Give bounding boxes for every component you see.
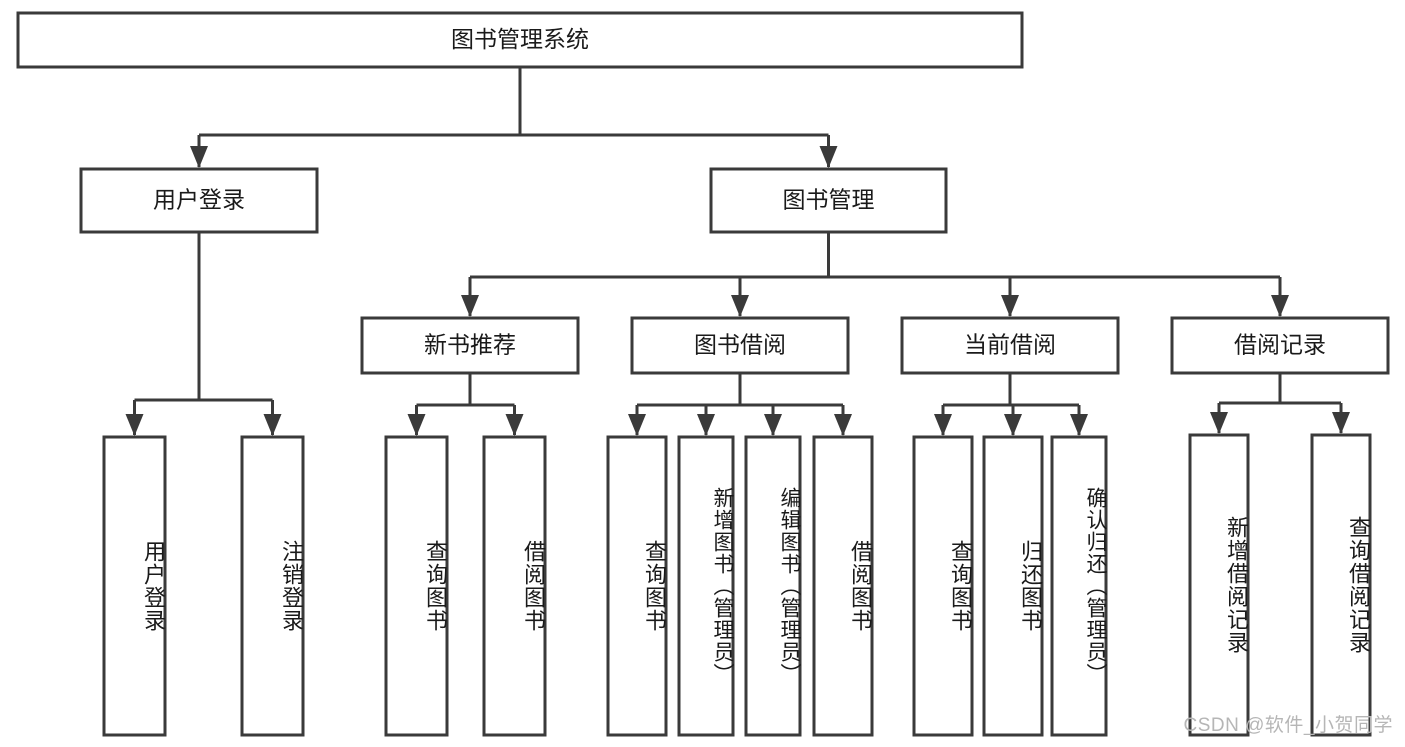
conn-book-borrow-arrow-0 [628, 414, 646, 436]
node-book-borrow[interactable]: 图书借阅 [630, 316, 850, 375]
conn-user-login-arrow-0 [125, 414, 144, 436]
node-leaf-query-book-recommend[interactable] [384, 435, 449, 737]
node-leaf-borrow-book-recommend[interactable] [482, 435, 547, 737]
node-leaf-add-book[interactable] [677, 435, 735, 737]
conn-book-management-arrow-1 [731, 295, 749, 317]
conn-book-borrow-arrow-2 [764, 414, 782, 436]
node-leaf-logout[interactable] [240, 435, 305, 737]
conn-current-borrow-arrow-1 [1004, 414, 1022, 436]
conn-new-book-recommend-arrow-1 [505, 414, 524, 436]
node-leaf-edit-book[interactable] [744, 435, 802, 737]
node-leaf-return-book[interactable] [982, 435, 1044, 737]
node-leaf-add-borrow-record[interactable] [1188, 433, 1250, 737]
conn-book-borrow-arrow-3 [834, 414, 852, 436]
node-label: 图书管理系统 [451, 26, 589, 52]
conn-borrow-record-arrow-1 [1332, 412, 1350, 434]
node-label: 新书推荐 [424, 332, 516, 358]
node-current-borrow[interactable]: 当前借阅 [900, 316, 1120, 375]
conn-book-management-arrow-0 [461, 295, 479, 317]
node-book-management[interactable]: 图书管理 [709, 167, 948, 234]
node-leaf-query-book-current[interactable] [912, 435, 974, 737]
conn-new-book-recommend-arrow-0 [407, 414, 426, 436]
conn-root-arrow-1 [819, 146, 838, 168]
node-leaf-confirm-return[interactable] [1050, 435, 1108, 737]
node-borrow-record[interactable]: 借阅记录 [1170, 316, 1390, 375]
node-label: 用户登录 [153, 187, 245, 213]
conn-book-management-arrow-2 [1001, 295, 1019, 317]
node-label: 图书借阅 [694, 332, 786, 358]
conn-user-login-arrow-1 [263, 414, 282, 436]
conn-borrow-record-arrow-0 [1210, 412, 1228, 434]
node-root[interactable]: 图书管理系统 [16, 11, 1024, 69]
node-label: 图书管理 [783, 187, 875, 213]
conn-root-arrow-0 [190, 146, 208, 168]
node-leaf-user-login[interactable] [102, 435, 167, 737]
node-leaf-borrow-book[interactable] [812, 435, 874, 737]
node-user-login[interactable]: 用户登录 [79, 167, 319, 234]
node-leaf-query-book-borrow[interactable] [606, 435, 668, 737]
node-leaf-query-borrow-record[interactable] [1310, 433, 1372, 737]
node-label: 当前借阅 [964, 332, 1056, 358]
watermark-text: CSDN @软件_小贺同学 [1183, 715, 1393, 736]
connectors-layer [125, 67, 1350, 436]
conn-current-borrow-arrow-0 [934, 414, 952, 436]
node-new-book-recommend[interactable]: 新书推荐 [360, 316, 580, 375]
conn-book-management-arrow-3 [1271, 295, 1289, 317]
node-label: 借阅记录 [1234, 332, 1326, 358]
conn-current-borrow-arrow-2 [1070, 414, 1088, 436]
conn-book-borrow-arrow-1 [697, 414, 715, 436]
